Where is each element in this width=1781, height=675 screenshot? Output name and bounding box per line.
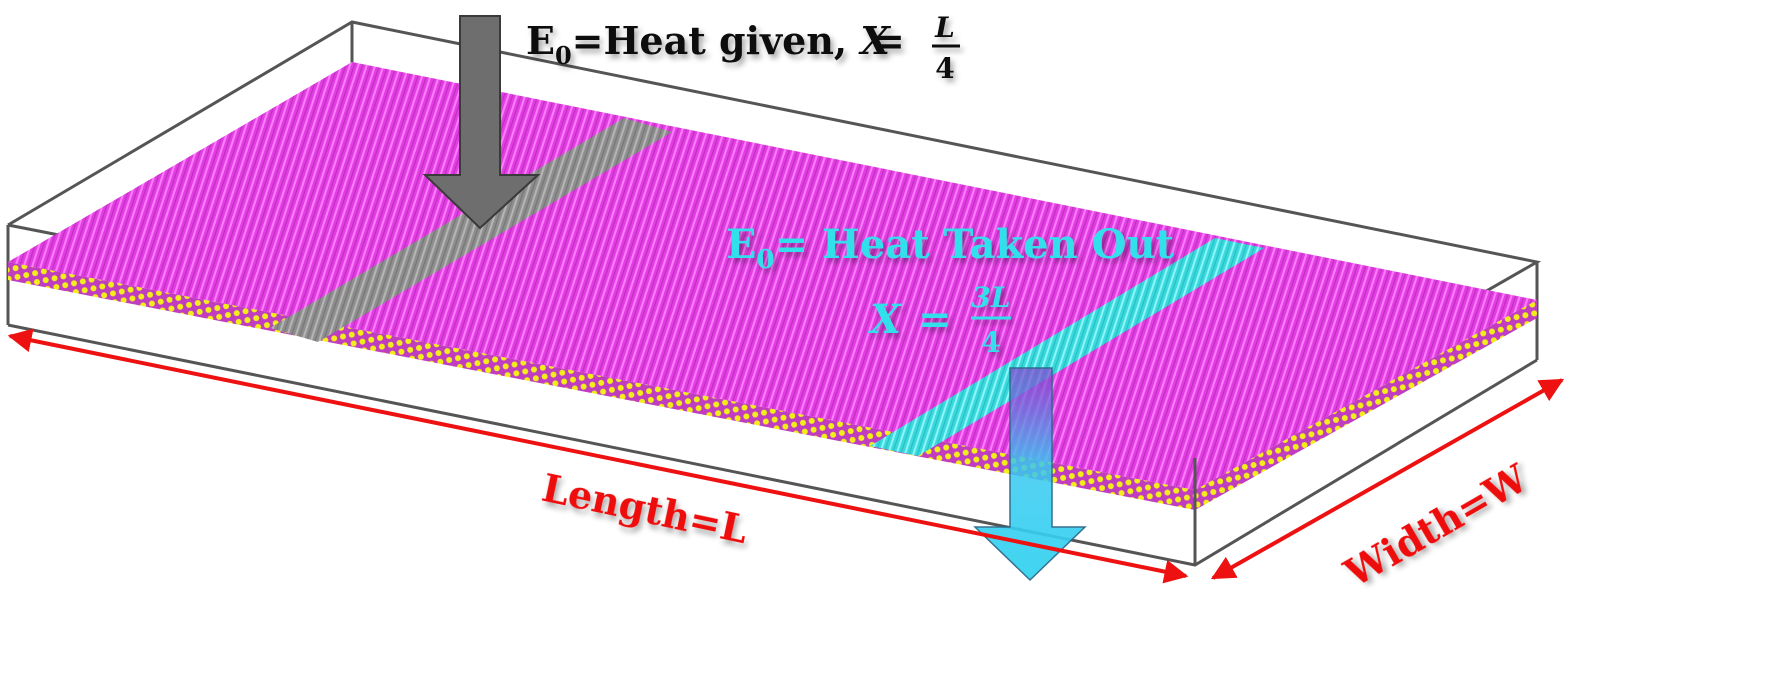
heat-out-equals: =: [918, 296, 952, 343]
width-label: Width=W: [1336, 455, 1536, 596]
svg-text:E0= Heat Taken Out: E0= Heat Taken Out: [726, 221, 1175, 275]
heat-out-symbol: E: [726, 221, 757, 268]
heat-out-text: = Heat Taken Out: [775, 221, 1175, 268]
heat-in-frac-den: 4: [935, 52, 954, 85]
heat-out-frac-num: 3L: [971, 281, 1010, 314]
heat-in-symbol: E: [526, 18, 555, 63]
heat-in-arrow: [422, 15, 541, 230]
heat-in-text: =Heat given,: [572, 18, 861, 63]
heat-in-label: E0=Heat given, X = L 4: [526, 11, 960, 85]
svg-text:E0=Heat given, X: E0=Heat given, X: [526, 18, 891, 70]
heat-in-subscript: 0: [555, 41, 572, 70]
heat-out-variable: X: [867, 296, 903, 343]
atomic-sheet: [8, 62, 1537, 510]
heat-out-label: E0= Heat Taken Out X = 3L 4: [726, 221, 1175, 359]
heat-in-equals: =: [873, 18, 905, 63]
heat-out-subscript: 0: [757, 245, 775, 275]
heat-out-frac-den: 4: [981, 326, 1000, 359]
heat-in-frac-num: L: [934, 11, 955, 44]
width-arrow: [1210, 378, 1565, 580]
heat-source-region: [270, 118, 672, 342]
heat-in-variable: X: [858, 18, 891, 63]
length-label: Length=L: [538, 465, 752, 552]
length-arrow: [7, 328, 1189, 584]
